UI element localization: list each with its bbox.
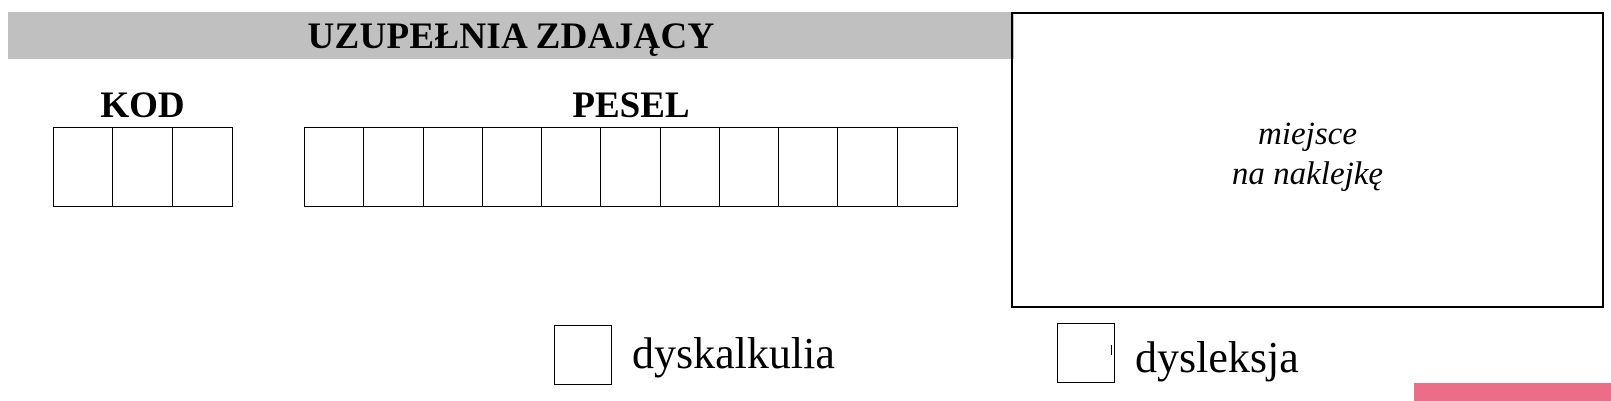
pesel-digit-box[interactable] (305, 128, 365, 206)
kod-boxes[interactable] (53, 127, 233, 207)
sticker-line-2: na naklejkę (1231, 156, 1384, 192)
kod-digit-box[interactable] (173, 128, 232, 206)
pesel-digit-box[interactable] (601, 128, 661, 206)
corner-tab (1414, 383, 1611, 401)
pesel-digit-box[interactable] (779, 128, 839, 206)
sticker-text: miejsce na naklejkę (1013, 114, 1602, 194)
dysleksja-checkbox[interactable] (1057, 323, 1115, 383)
dyskalkulia-checkbox[interactable] (554, 325, 612, 385)
pesel-boxes[interactable] (304, 127, 958, 207)
dysleksja-label: dysleksja (1135, 333, 1299, 382)
kod-digit-box[interactable] (54, 128, 114, 206)
header-bar (8, 12, 1014, 59)
sticker-line-1: miejsce (1258, 116, 1357, 152)
pesel-digit-box[interactable] (483, 128, 543, 206)
pesel-digit-box[interactable] (364, 128, 424, 206)
kod-digit-box[interactable] (113, 128, 173, 206)
checkbox-tick-mark (1111, 345, 1112, 355)
pesel-digit-box[interactable] (720, 128, 780, 206)
pesel-digit-box[interactable] (542, 128, 602, 206)
pesel-digit-box[interactable] (898, 128, 957, 206)
dyskalkulia-label: dyskalkulia (632, 329, 835, 378)
header-title: UZUPEŁNIA ZDAJĄCY (307, 16, 715, 57)
pesel-digit-box[interactable] (424, 128, 483, 206)
pesel-digit-box[interactable] (661, 128, 720, 206)
pesel-digit-box[interactable] (838, 128, 898, 206)
sticker-area: miejsce na naklejkę (1011, 12, 1604, 308)
kod-label: KOD (100, 85, 185, 126)
pesel-label: PESEL (572, 85, 690, 126)
